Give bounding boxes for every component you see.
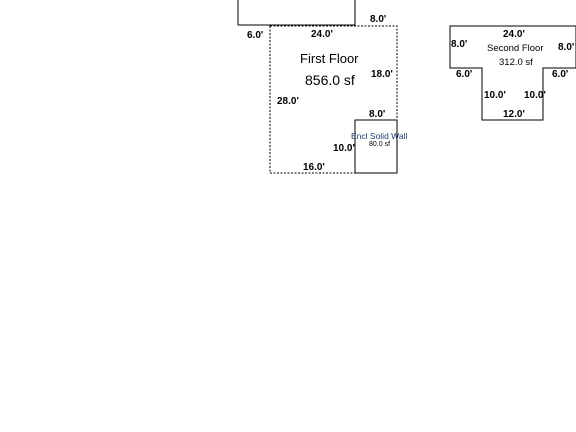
dim-right: 18.0': [371, 69, 393, 80]
enclosure-name: Encl Solid Wall: [351, 131, 407, 141]
dim-top-left: 6.0': [247, 30, 263, 41]
second-floor-area: 24.0' 8.0' Second Floor 312.0 sf 8.0' 6.…: [449, 25, 576, 121]
dim-top-right-upper: 8.0': [370, 14, 386, 25]
second-floor-outline: [449, 25, 576, 121]
upper-structure-outline: [237, 0, 356, 26]
first-floor-name: First Floor: [300, 51, 359, 66]
dim-notch-side: 10.0': [333, 143, 355, 154]
dim-notch-top: 8.0': [369, 109, 385, 120]
dim-sf-inner-left: 10.0': [484, 90, 506, 101]
dim-sf-left: 8.0': [451, 39, 467, 50]
enclosure-outline: [354, 119, 398, 174]
enclosure-area-value: 80.0 sf: [369, 141, 390, 148]
dim-sf-left-step: 6.0': [456, 69, 472, 80]
dim-sf-bottom: 12.0': [503, 109, 525, 120]
upper-structure: 8.0' 6.0': [237, 0, 386, 41]
dim-top: 24.0': [311, 29, 333, 40]
enclosure-area: Encl Solid Wall 80.0 sf: [351, 119, 407, 174]
dim-sf-right-step: 6.0': [552, 69, 568, 80]
first-floor-area-value: 856.0 sf: [305, 72, 355, 88]
dim-left: 28.0': [277, 96, 299, 107]
dim-sf-right: 8.0': [558, 42, 574, 53]
second-floor-area-value: 312.0 sf: [499, 57, 533, 68]
dim-sf-inner-right: 10.0': [524, 90, 546, 101]
first-floor-area: 24.0' First Floor 856.0 sf 18.0' 28.0' 8…: [269, 25, 398, 174]
dim-bottom: 16.0': [303, 162, 325, 173]
second-floor-name: Second Floor: [487, 43, 544, 54]
dim-sf-top: 24.0': [503, 29, 525, 40]
